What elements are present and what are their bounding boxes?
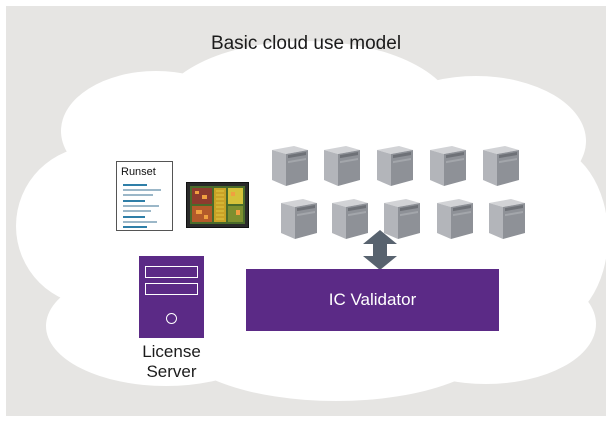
server-icon	[384, 199, 420, 239]
server-tower-icon	[139, 256, 204, 338]
document-icon: Runset	[116, 161, 173, 231]
server-icon	[377, 146, 413, 186]
diagram-canvas: Basic cloud use model Runset	[6, 6, 606, 416]
server-icon	[272, 146, 308, 186]
ic-validator-box: IC Validator	[246, 269, 499, 331]
server-icon	[332, 199, 368, 239]
server-icon	[489, 199, 525, 239]
server-icon	[483, 146, 519, 186]
license-server-label: License Server	[124, 342, 219, 382]
double-arrow-icon	[363, 230, 397, 270]
server-icon	[324, 146, 360, 186]
license-server-line1: License	[142, 342, 201, 361]
runset-label: Runset	[121, 166, 156, 178]
server-icon	[430, 146, 466, 186]
server-icon	[437, 199, 473, 239]
chip-icon	[186, 182, 249, 228]
license-server-line2: Server	[146, 362, 197, 381]
server-icon	[281, 199, 317, 239]
diagram-title: Basic cloud use model	[210, 33, 402, 54]
